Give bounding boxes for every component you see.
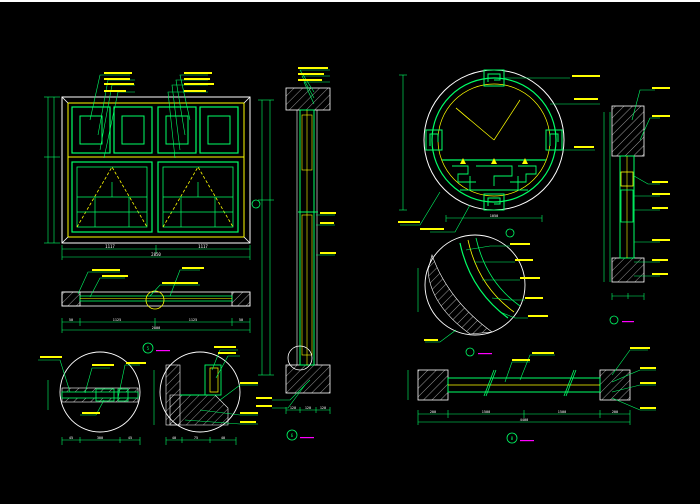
round-window-side-section	[603, 87, 670, 325]
transom-panes	[71, 106, 239, 154]
circle-detail	[417, 234, 548, 357]
dim-plan-seg-1: 1125	[113, 318, 121, 322]
detail-b-marker	[286, 429, 298, 441]
window-side-section: 120 120 120	[251, 67, 336, 414]
dim-detail-a-2: 45	[128, 436, 132, 440]
dim-plan-seg-4: 50	[239, 318, 243, 322]
dim-jamb-2: 120	[320, 406, 326, 410]
marker-detail-a: 5	[147, 346, 150, 351]
marker-plan-round: 8	[511, 436, 514, 441]
dim-detail-a-1: 300	[97, 436, 103, 440]
dim-jamb-0: 120	[290, 406, 296, 410]
dim-detail-a-0: 45	[69, 436, 73, 440]
dim-front-right: 1117	[198, 244, 208, 249]
dim-round-span: 1050	[490, 214, 498, 218]
detail-a: 45 300 45 5	[38, 342, 170, 445]
dim-round-seg-4: 200	[612, 410, 618, 414]
window-front-elevation: 1117 1117 2850	[44, 72, 251, 260]
casement-sashes	[71, 161, 239, 233]
dim-jamb-1: 120	[305, 406, 311, 410]
dim-front-left: 1117	[105, 244, 115, 249]
detail-a-marker	[142, 342, 154, 354]
detail-b: 40 75 40 6	[153, 346, 314, 445]
dim-round-seg-3: 1500	[558, 410, 566, 414]
dim-detail-b-0: 40	[172, 436, 176, 440]
dim-detail-b-2: 40	[221, 436, 225, 440]
round-window-plan-section: 200 1500 1500 200 4400 8	[407, 347, 656, 444]
window-plan-section: 50 1125 1125 50 2800	[61, 267, 251, 333]
dim-detail-b-1: 75	[194, 436, 198, 440]
round-window-elevation: 1050	[398, 69, 600, 238]
dim-plan-total: 2800	[152, 326, 160, 330]
dim-round-seg-0: 200	[430, 410, 436, 414]
frame-top-line	[0, 0, 700, 2]
dim-plan-seg-3: 1125	[189, 318, 197, 322]
marker-detail-b: 6	[291, 433, 294, 438]
plan-round-marker	[506, 432, 518, 444]
dim-plan-seg-0: 50	[69, 318, 73, 322]
dim-round-total: 4400	[520, 418, 528, 422]
dim-round-seg-1: 1500	[482, 410, 490, 414]
dim-front-total: 2850	[151, 252, 161, 257]
